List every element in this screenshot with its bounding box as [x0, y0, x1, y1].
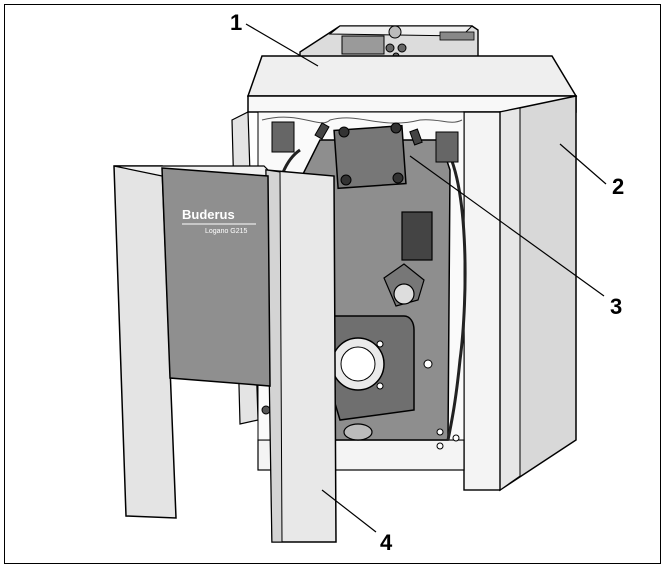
callout-4: 4: [380, 530, 393, 555]
leader-lines: [245, 23, 607, 533]
callout-2: 2: [612, 174, 624, 199]
boiler-casing: [231, 55, 578, 492]
callout-3: 3: [610, 294, 622, 319]
model-name: Logano G215: [205, 228, 248, 235]
callout-1: 1: [230, 10, 242, 35]
front-door-panel: Buderus Logano G215: [113, 165, 337, 543]
brand-name: Buderus: [182, 207, 235, 222]
figure-frame: [4, 4, 661, 564]
